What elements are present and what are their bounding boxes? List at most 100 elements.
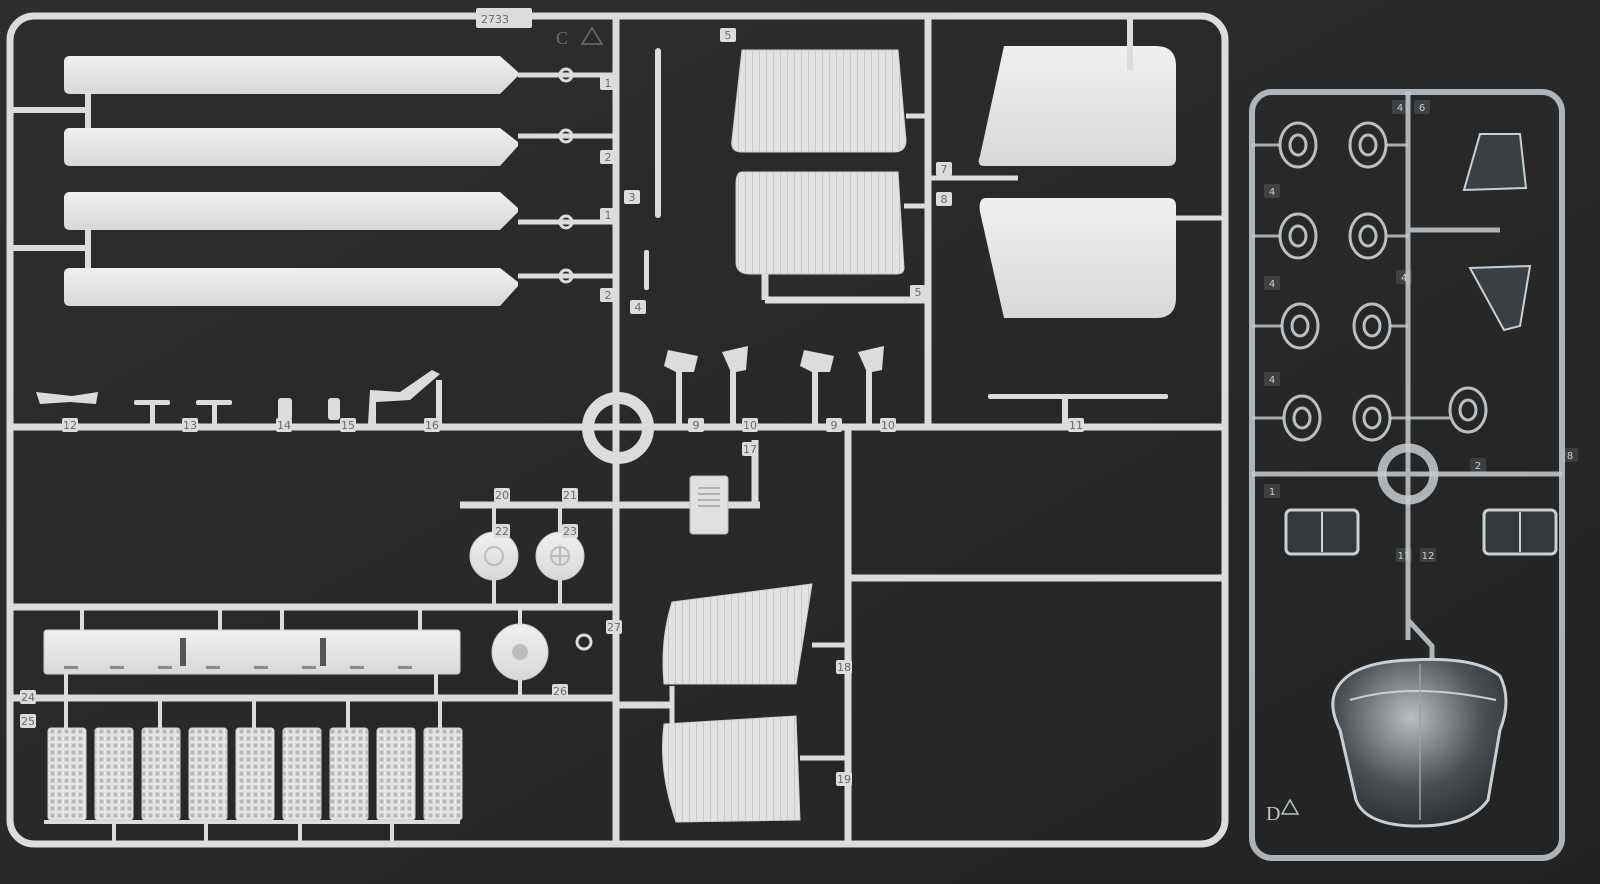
sprue-letter: C bbox=[556, 28, 568, 48]
part-number-tag bbox=[742, 418, 758, 432]
part-number-tag bbox=[606, 620, 622, 634]
part-number: 25 bbox=[21, 715, 35, 728]
rotor-blade bbox=[64, 268, 616, 306]
part-number: 1 bbox=[605, 209, 612, 222]
wheel bbox=[469, 531, 519, 581]
part-number: 26 bbox=[553, 685, 567, 698]
recycle-icon bbox=[1280, 798, 1300, 815]
part-number-tag bbox=[624, 190, 640, 204]
part-number-tag bbox=[826, 418, 842, 432]
part-number: 4 bbox=[635, 301, 642, 314]
clear-window bbox=[1468, 264, 1532, 332]
part-number-tag bbox=[1264, 184, 1280, 198]
part-number-tag bbox=[494, 488, 510, 502]
part-number-tag bbox=[600, 288, 616, 302]
part-number: 11 bbox=[1398, 551, 1411, 562]
stabilizer-panel bbox=[979, 198, 1176, 318]
part-number: 1 bbox=[605, 77, 612, 90]
part-number: 4 bbox=[1397, 103, 1403, 114]
part-number-tag bbox=[600, 76, 616, 90]
part-number: 3 bbox=[629, 191, 636, 204]
part-number-tag bbox=[20, 690, 36, 704]
clear-sprue-d: D bbox=[1249, 89, 1565, 861]
rod-part bbox=[655, 48, 661, 218]
part-number: 4 bbox=[1269, 279, 1275, 290]
part-number-tag bbox=[688, 418, 704, 432]
part-number: 9 bbox=[693, 419, 700, 432]
part-number-tag bbox=[836, 772, 852, 786]
part-number-tag bbox=[936, 192, 952, 206]
part-number-tag bbox=[1470, 458, 1486, 472]
instrument-box bbox=[689, 475, 729, 535]
part-number-tag bbox=[1420, 548, 1436, 562]
sprue-code: 2733 bbox=[481, 13, 509, 26]
ribbed-panel bbox=[731, 49, 907, 153]
part-number-tag bbox=[880, 418, 896, 432]
part-number-tag bbox=[1396, 270, 1412, 284]
part-number-tag bbox=[494, 524, 510, 538]
part-number: 18 bbox=[837, 661, 851, 674]
part-number-tag bbox=[1264, 372, 1280, 386]
blade-gates bbox=[10, 94, 91, 268]
clear-window bbox=[1462, 133, 1528, 192]
clear-sprue-letter: D bbox=[1266, 803, 1280, 825]
part-number-tag bbox=[1264, 276, 1280, 290]
ribbed-fin bbox=[662, 715, 801, 823]
part-number: 20 bbox=[495, 489, 509, 502]
part-number: 12 bbox=[1422, 551, 1435, 562]
part-number: 23 bbox=[563, 525, 577, 538]
part-number-tag bbox=[1392, 100, 1408, 114]
sprue-hub bbox=[582, 392, 654, 464]
part-number: 5 bbox=[915, 286, 922, 299]
part-number-tag bbox=[182, 418, 198, 432]
part-number: 8 bbox=[1567, 451, 1573, 462]
part-number-tag bbox=[62, 418, 78, 432]
part-number: 15 bbox=[341, 419, 355, 432]
rotor-blade bbox=[64, 128, 616, 166]
part-number: 4 bbox=[1269, 375, 1275, 386]
part-number-tag bbox=[910, 285, 926, 299]
part-number-tag bbox=[552, 684, 568, 698]
part-number: 22 bbox=[495, 525, 509, 538]
part-number: 13 bbox=[183, 419, 197, 432]
part-number-tag bbox=[720, 28, 736, 42]
part-number: 16 bbox=[425, 419, 439, 432]
part-number: 12 bbox=[63, 419, 77, 432]
part-number: 2 bbox=[605, 151, 612, 164]
ribbed-panel bbox=[735, 171, 905, 275]
recycle-icon bbox=[580, 26, 604, 45]
part-number-tag bbox=[562, 524, 578, 538]
part-number-tag bbox=[836, 660, 852, 674]
ribbed-fin bbox=[662, 583, 813, 685]
rotor-blade bbox=[64, 56, 616, 94]
part-number: 24 bbox=[21, 691, 35, 704]
part-number: 5 bbox=[725, 29, 732, 42]
part-number: 19 bbox=[837, 773, 851, 786]
part-number-tag bbox=[20, 714, 36, 728]
clear-sprue-hub bbox=[1377, 443, 1439, 505]
part-number: 9 bbox=[831, 419, 838, 432]
part-number-tag bbox=[1414, 100, 1430, 114]
canopy bbox=[1331, 657, 1508, 828]
part-number-tag bbox=[742, 442, 758, 456]
small-parts-row bbox=[36, 370, 442, 424]
stabilizer-panel bbox=[978, 16, 1176, 166]
part-number: 11 bbox=[1069, 419, 1083, 432]
gear-parts bbox=[664, 346, 1168, 424]
grey-sprue-c: 2733 C bbox=[6, 8, 1229, 848]
part-number-tag bbox=[600, 208, 616, 222]
part-number: 2 bbox=[1475, 461, 1481, 472]
part-number-tag bbox=[340, 418, 356, 432]
part-number-tag bbox=[1068, 418, 1084, 432]
part-number: 7 bbox=[941, 163, 948, 176]
part-number-tag bbox=[424, 418, 440, 432]
part-number-tag bbox=[936, 162, 952, 176]
wheel bbox=[535, 531, 585, 581]
part-number: 21 bbox=[563, 489, 577, 502]
part-number: 6 bbox=[1419, 103, 1425, 114]
part-number: 1 bbox=[1269, 487, 1275, 498]
rotor-blade bbox=[64, 192, 616, 230]
